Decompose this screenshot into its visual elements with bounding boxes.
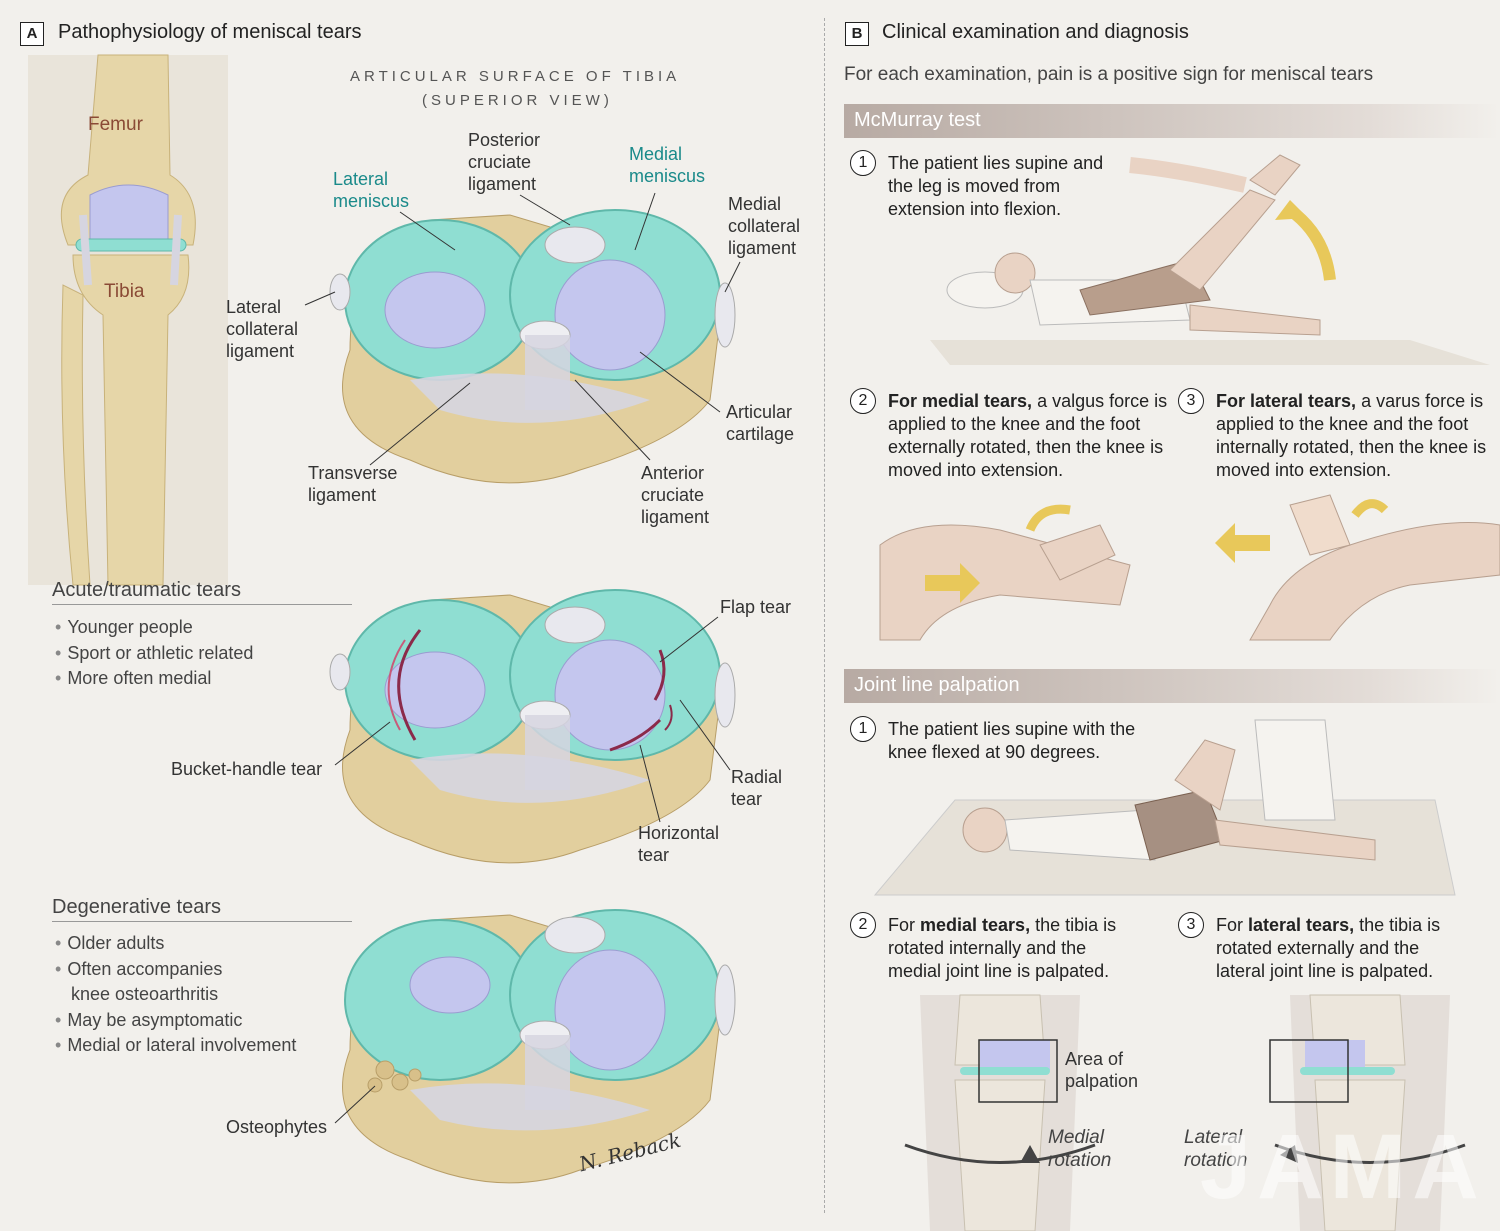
medial-rotation-label: Medial rotation	[1048, 1127, 1112, 1171]
medial-collateral-label: Medial collateral ligament	[728, 194, 801, 258]
step-text: the tibia is rotated externally and the …	[1216, 915, 1441, 981]
mcmurray-medial-illustration	[879, 504, 1131, 641]
step-number: 2	[850, 912, 876, 938]
step-bold: lateral tears,	[1248, 915, 1355, 935]
list-item: Often accompanies	[55, 957, 296, 983]
panel-b-letter: B	[845, 22, 869, 46]
panel-a-letter: A	[20, 22, 44, 46]
leader-lines-a	[304, 192, 741, 1124]
list-item: knee osteoarthritis	[71, 984, 219, 1004]
list-item: May be asymptomatic	[55, 1008, 296, 1034]
palpation-heading: Joint line palpation	[854, 674, 1020, 696]
list-item: Older adults	[55, 931, 296, 957]
step-bold: medial tears,	[920, 915, 1031, 935]
acute-heading: Acute/traumatic tears	[52, 579, 241, 601]
step-pre: For	[1216, 915, 1249, 935]
transverse-ligament-label: Transverse ligament	[308, 463, 398, 505]
step-number: 3	[1178, 912, 1204, 938]
jama-watermark: JAMA	[1200, 1116, 1485, 1218]
anterior-cruciate-label: Anterior cruciate ligament	[641, 463, 710, 527]
mcmurray-heading: McMurray test	[854, 109, 981, 131]
femur-label: Femur	[88, 114, 143, 135]
osteophytes-label: Osteophytes	[226, 1117, 328, 1137]
acute-rule	[52, 604, 352, 605]
palpation-patient-illustration	[873, 719, 1456, 896]
acute-bullets: Younger people Sport or athletic related…	[55, 615, 253, 692]
step-number: 2	[850, 388, 876, 414]
mcmurray-bar: McMurray test	[844, 104, 1500, 138]
degenerative-heading: Degenerative tears	[52, 896, 221, 918]
mcmurray-patient-illustration	[930, 154, 1490, 365]
palpation-step-3: 3 For lateral tears, the tibia is rotate…	[1178, 912, 1466, 983]
tibia-label: Tibia	[104, 281, 145, 302]
mcmurray-step-1: 1 The patient lies supine and the leg is…	[850, 150, 1118, 221]
palpation-step-2: 2 For medial tears, the tibia is rotated…	[850, 912, 1138, 983]
step-number: 3	[1178, 388, 1204, 414]
palpation-bar: Joint line palpation	[844, 669, 1500, 703]
palpation-knee-lateral	[1269, 994, 1466, 1231]
palpation-step-1: 1 The patient lies supine with the knee …	[850, 716, 1158, 764]
area-of-palpation-label: Area of palpation	[1065, 1049, 1139, 1091]
step-text: the tibia is rotated internally and the …	[888, 915, 1117, 981]
panel-b-subtitle: For each examination, pain is a positive…	[844, 64, 1374, 85]
mcmurray-lateral-illustration	[1215, 494, 1500, 641]
step-pre: For	[888, 915, 921, 935]
panel-divider	[824, 18, 825, 1213]
list-item: Sport or athletic related	[55, 641, 253, 667]
mcmurray-step-3: 3 For lateral tears, a varus force is ap…	[1178, 388, 1490, 482]
flap-tear-label: Flap tear	[720, 597, 792, 617]
step-text: a valgus force is applied to the knee an…	[888, 391, 1168, 480]
step-number: 1	[850, 150, 876, 176]
horizontal-tear-label: Horizontal tear	[638, 823, 720, 865]
degenerative-bullets: Older adults Often accompanies knee oste…	[55, 931, 296, 1059]
lateral-collateral-label: Lateral collateral ligament	[226, 297, 299, 361]
medial-meniscus-label: Medial meniscus	[629, 144, 706, 186]
lateral-rotation-label: Lateral rotation	[1184, 1127, 1248, 1171]
panel-a-title: Pathophysiology of meniscal tears	[58, 21, 362, 43]
radial-tear-label: Radial tear	[731, 767, 783, 809]
step-number: 1	[850, 716, 876, 742]
tibia-plateau-degenerative	[342, 909, 736, 1184]
view-caption-line2: (SUPERIOR VIEW)	[422, 92, 613, 109]
palpation-knee-medial	[904, 994, 1096, 1231]
bucket-handle-label: Bucket-handle tear	[171, 759, 323, 779]
list-item: Younger people	[55, 615, 253, 641]
view-caption-line1: ARTICULAR SURFACE OF TIBIA	[350, 68, 681, 85]
posterior-cruciate-label: Posterior cruciate ligament	[468, 130, 541, 194]
tibia-plateau-acute-tears	[329, 589, 736, 864]
step-text: The patient lies supine with the knee fl…	[888, 719, 1136, 762]
step-text: The patient lies supine and the leg is m…	[888, 153, 1104, 219]
list-item: Medial or lateral involvement	[55, 1033, 296, 1059]
step-text: a varus force is applied to the knee and…	[1216, 391, 1487, 480]
degenerative-rule	[52, 921, 352, 922]
lateral-meniscus-label: Lateral meniscus	[333, 169, 410, 211]
mcmurray-step-2: 2 For medial tears, a valgus force is ap…	[850, 388, 1168, 482]
tibia-plateau-normal	[329, 209, 736, 484]
articular-cartilage-label: Articular cartilage	[726, 402, 795, 444]
step-bold: For medial tears,	[888, 391, 1033, 411]
panel-b-title: Clinical examination and diagnosis	[882, 21, 1189, 43]
list-item: More often medial	[55, 666, 253, 692]
knee-front-illustration	[28, 54, 228, 586]
step-bold: For lateral tears,	[1216, 391, 1357, 411]
